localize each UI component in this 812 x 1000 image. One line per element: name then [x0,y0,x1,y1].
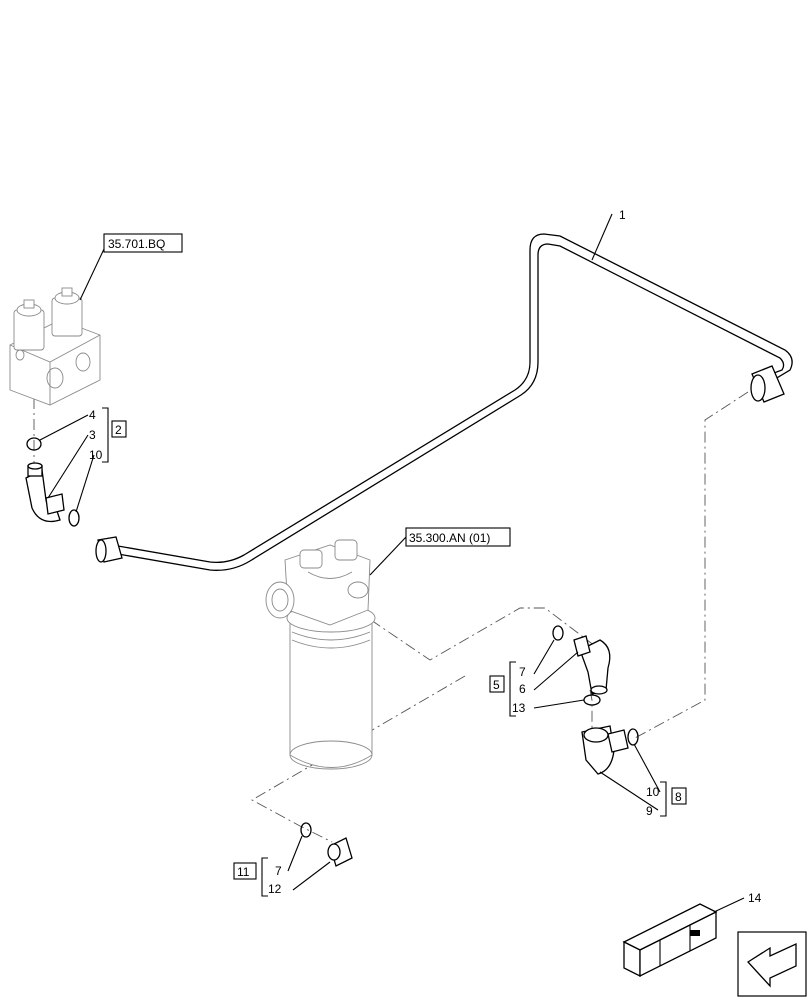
kit-5-label: 5 [493,678,500,692]
callout-14: 14 [748,891,762,905]
valve-ref-text: 35.701.BQ [108,237,165,251]
hydraulic-pipe [95,233,793,571]
shipping-crate-icon [622,903,718,978]
kit-11: 11 [233,857,268,897]
callout-numbers: 1 4 3 10 7 6 13 10 9 7 12 14 [89,208,762,905]
callout-7-upper: 7 [519,665,526,679]
kit-8-label: 8 [675,790,682,804]
callout-13: 13 [512,701,526,715]
kit-2-label: 2 [115,423,122,437]
alignment-lines [33,391,749,843]
o-ring-7-upper [552,625,564,641]
o-ring-7-lower [300,822,312,838]
o-ring-10-right [627,728,639,746]
arrow-nav-icon[interactable] [737,931,807,997]
callout-12: 12 [268,882,282,896]
elbow-fitting-3 [25,462,65,523]
kit-8: 8 [660,781,687,817]
callout-6: 6 [519,682,526,696]
o-ring-4 [26,437,42,451]
ref-box-valve[interactable]: 35.701.BQ [103,233,183,253]
hydraulic-filter [265,539,376,770]
kit-5: 5 [489,661,516,717]
swivel-elbow-9 [581,725,629,775]
callout-3: 3 [89,428,96,442]
callout-7-lower: 7 [275,864,282,878]
plug-12 [327,837,353,867]
kit-2: 2 [102,407,127,463]
o-ring-10-left [68,509,80,527]
elbow-fitting-6 [573,635,611,695]
solenoid-valve-block [9,287,101,406]
ref-box-filter[interactable]: 35.300.AN (01) [405,527,511,547]
leader-lines [39,213,745,913]
callout-1: 1 [619,208,626,222]
callout-4: 4 [89,408,96,422]
callout-9: 9 [646,804,653,818]
kit-11-label: 11 [237,865,250,879]
callout-10-left: 10 [89,448,103,462]
filter-ref-text: 35.300.AN (01) [409,531,490,545]
callout-10-right: 10 [646,785,660,799]
